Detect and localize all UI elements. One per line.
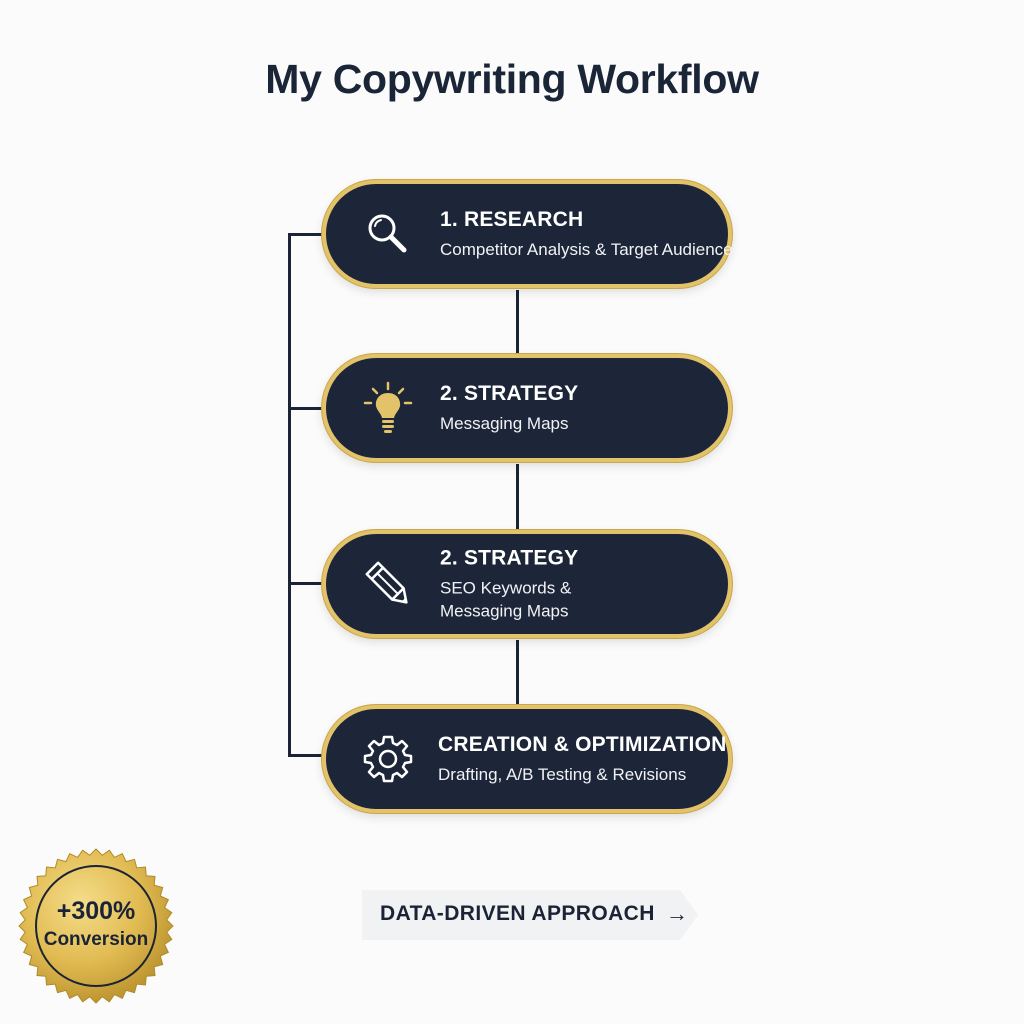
step-description: Messaging Maps xyxy=(440,414,569,433)
pencil-icon xyxy=(360,556,416,612)
step-description-line: Messaging Maps xyxy=(440,601,569,621)
step-card-creation: CREATION & OPTIMIZATION Drafting, A/B Te… xyxy=(322,705,732,813)
step-description-line: SEO Keywords & xyxy=(440,578,572,598)
step-title: CREATION & OPTIMIZATION xyxy=(438,733,727,756)
badge-value: +300% xyxy=(56,897,136,925)
step-connector xyxy=(516,640,519,705)
gear-icon xyxy=(360,731,416,787)
step-description: SEO Keywords & Messaging Maps xyxy=(440,577,578,623)
step-connector xyxy=(516,464,519,530)
step-card-strategy: 2. STRATEGY Messaging Maps xyxy=(322,354,732,462)
bracket-tick xyxy=(288,233,326,236)
arrow-right-icon: → xyxy=(666,901,688,926)
step-connector xyxy=(516,290,519,353)
step-description: Competitor Analysis & Target Audience xyxy=(440,240,733,259)
lightbulb-icon xyxy=(360,380,416,436)
bracket-connector xyxy=(288,234,291,756)
bracket-tick xyxy=(288,582,326,585)
step-title: 2. STRATEGY xyxy=(440,546,579,570)
magnifier-icon xyxy=(360,206,416,262)
bracket-tick xyxy=(288,754,326,757)
approach-tag: DATA-DRIVEN APPROACH → xyxy=(362,890,698,940)
page-title: My Copywriting Workflow xyxy=(265,56,759,102)
badge-label: Conversion xyxy=(43,929,149,950)
conversion-seal: +300% Conversion xyxy=(18,848,174,1004)
step-description: Drafting, A/B Testing & Revisions xyxy=(438,765,687,784)
approach-label: DATA-DRIVEN APPROACH xyxy=(380,902,655,925)
bracket-tick xyxy=(288,407,326,410)
step-title: 1. RESEARCH xyxy=(440,208,584,231)
step-card-research: 1. RESEARCH Competitor Analysis & Target… xyxy=(322,180,733,288)
step-title: 2. STRATEGY xyxy=(440,382,579,405)
step-card-strategy-seo: 2. STRATEGY SEO Keywords & Messaging Map… xyxy=(322,530,732,638)
